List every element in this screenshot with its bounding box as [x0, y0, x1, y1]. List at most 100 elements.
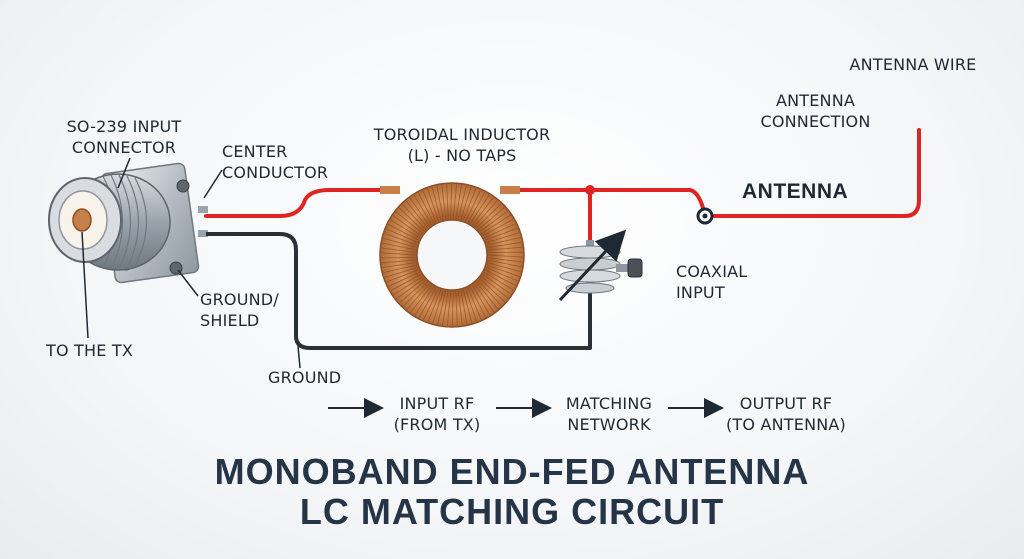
toroid-winding	[469, 285, 487, 318]
toroid-winding	[414, 285, 435, 316]
toroid-winding	[480, 275, 509, 299]
toroid-winding	[382, 262, 417, 269]
toroid-winding	[487, 259, 523, 268]
pointer-lines	[81, 157, 301, 369]
toroid-winding	[384, 266, 419, 278]
toroid-winding	[426, 188, 439, 222]
toroid-winding	[465, 288, 478, 322]
center-conductor-label: CENTER CONDUCTOR	[222, 142, 329, 182]
toroid-winding	[432, 289, 444, 324]
toroid-winding	[479, 277, 506, 303]
toroid-winding	[446, 290, 452, 326]
ground-label: GROUND	[268, 368, 342, 387]
antenna-wire	[703, 128, 921, 218]
toroid-winding	[462, 289, 473, 324]
toroid-winding	[436, 185, 444, 221]
toroid-winding	[427, 289, 442, 323]
toroid-winding	[392, 215, 422, 237]
toroid-winding	[465, 189, 481, 222]
toroid-winding	[480, 214, 511, 235]
antenna-label: ANTENNA	[742, 180, 849, 203]
toroid-winding	[390, 273, 422, 292]
toroid-winding	[405, 200, 429, 229]
toroid-winding	[384, 232, 418, 246]
flow-step-output: OUTPUT RF (TO ANTENNA)	[725, 394, 847, 434]
hot-wire-right	[506, 188, 707, 218]
variable-capacitor	[558, 229, 643, 302]
toroid-winding	[395, 211, 424, 235]
toroid-winding	[451, 290, 454, 327]
toroid-winding	[467, 287, 482, 320]
toroid-winding	[471, 197, 494, 226]
toroid-winding	[487, 241, 522, 248]
toroid-winding	[455, 184, 462, 220]
toroid-winding	[402, 281, 429, 307]
toroid-winding	[390, 219, 421, 239]
toroid-winding	[455, 290, 458, 326]
toroid-winding	[485, 266, 519, 282]
toroid-winding	[483, 271, 514, 291]
toroid-winding	[399, 279, 427, 304]
ground-shield-label: GROUND/ SHIELD	[200, 290, 279, 330]
flow-step-input: INPUT RF (FROM TX)	[393, 394, 481, 434]
toroid-winding	[410, 284, 433, 313]
toroid-winding	[483, 223, 516, 239]
toroid-winding	[381, 242, 417, 251]
toroid-winding	[485, 232, 520, 244]
toroid-winding	[381, 252, 417, 256]
toroid-winding	[482, 273, 512, 295]
toroid-winding	[475, 281, 499, 310]
toroid-winding	[423, 288, 439, 321]
toroid-winding	[475, 203, 502, 229]
so239-connector	[48, 162, 208, 284]
to-tx-label: TO THE TX	[46, 341, 133, 360]
toroid-winding	[471, 284, 491, 316]
toroid-winding	[460, 289, 468, 325]
toroid-winding	[422, 190, 437, 223]
toroid-winding	[431, 186, 442, 221]
ground-wire	[206, 232, 592, 350]
flow-step-matching: MATCHING NETWORK	[565, 394, 653, 434]
toroid-winding	[386, 269, 420, 283]
toroid-winding	[467, 191, 486, 223]
toroid-label: TOROIDAL INDUCTOR (L) - NO TAPS	[373, 125, 551, 165]
toroid-winding	[460, 186, 472, 221]
toroid-winding	[487, 254, 523, 258]
toroid-winding	[450, 183, 453, 220]
title-line-2: LC MATCHING CIRCUIT	[299, 491, 725, 532]
toroid-winding	[482, 218, 514, 237]
toroid-winding	[398, 207, 425, 233]
antenna-wire-label: ANTENNA WIRE	[849, 55, 977, 74]
toroid-winding	[473, 200, 498, 227]
toroid-winding	[477, 279, 502, 307]
toroid-winding	[406, 283, 431, 310]
toroid-winding	[469, 194, 490, 225]
toroid-winding	[484, 227, 518, 241]
toroid-winding	[381, 259, 417, 264]
toroid-winding	[487, 257, 523, 263]
toroid-winding	[487, 262, 522, 273]
toroid-winding	[413, 194, 433, 226]
toroid-winding	[393, 275, 424, 296]
toroid-winding	[395, 277, 425, 300]
toroid-winding	[477, 206, 505, 231]
toroid-winding	[484, 269, 517, 287]
toroid-winding	[457, 290, 463, 326]
toroid-winding	[381, 247, 417, 253]
toroid-winding	[387, 223, 420, 241]
toroid-winding	[452, 184, 458, 220]
toroid-winding	[457, 185, 467, 220]
toroid-winding	[479, 210, 509, 233]
toroid-winding	[383, 264, 418, 273]
coaxial-input-label: COAXIAL INPUT	[676, 262, 748, 302]
toroid-winding	[437, 290, 447, 325]
title-line-1: MONOBAND END-FED ANTENNA	[214, 451, 810, 492]
antenna-connection-label: ANTENNA CONNECTION	[760, 91, 871, 131]
toroid-winding	[402, 203, 427, 231]
toroid-winding	[487, 246, 523, 251]
toroid-winding	[486, 264, 520, 278]
toroid-winding	[418, 287, 437, 319]
toroidal-inductor	[379, 182, 525, 328]
toroid-winding	[388, 271, 421, 287]
toroid-winding	[462, 187, 477, 221]
